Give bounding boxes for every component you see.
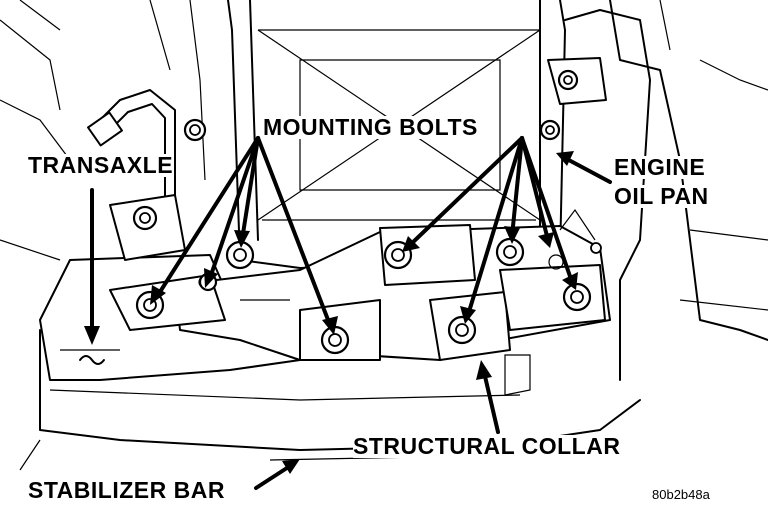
- bolt-icon: [320, 325, 350, 355]
- figure-code-label: 80b2b48a: [652, 487, 710, 502]
- leader-arrow-icon: [563, 156, 612, 184]
- other-leaders: [84, 151, 612, 490]
- leader-arrow-icon: [510, 136, 524, 238]
- bolt-icon: [447, 315, 477, 345]
- engine-label: ENGINE: [614, 154, 706, 180]
- mounting-bolts-label: MOUNTING BOLTS: [263, 114, 478, 140]
- bolt-icon: [495, 237, 525, 267]
- mounting-bolts-leaders: [150, 136, 578, 335]
- leader-arrow-icon: [156, 136, 260, 297]
- leader-arrow-icon: [254, 464, 292, 490]
- leader-arrow-icon: [208, 136, 260, 280]
- bolt-icon: [562, 282, 592, 312]
- leader-arrow-icon: [466, 136, 524, 317]
- leader-arrow-icon: [240, 136, 260, 242]
- bolt-icon: [539, 119, 561, 141]
- structural-collar-label: STRUCTURAL COLLAR: [353, 433, 621, 459]
- leader-arrow-icon: [408, 136, 524, 247]
- oil-pan-label: OIL PAN: [614, 183, 709, 209]
- transaxle-label: TRANSAXLE: [28, 152, 174, 178]
- leader-arrow-icon: [520, 136, 550, 242]
- engine-block-outline: [0, 0, 768, 381]
- stabilizer-bar-label: STABILIZER BAR: [28, 477, 225, 503]
- leader-arrow-icon: [256, 136, 332, 327]
- leader-arrow-icon: [520, 136, 574, 284]
- bolt-icon: [225, 240, 255, 270]
- leader-arrow-icon: [482, 370, 500, 434]
